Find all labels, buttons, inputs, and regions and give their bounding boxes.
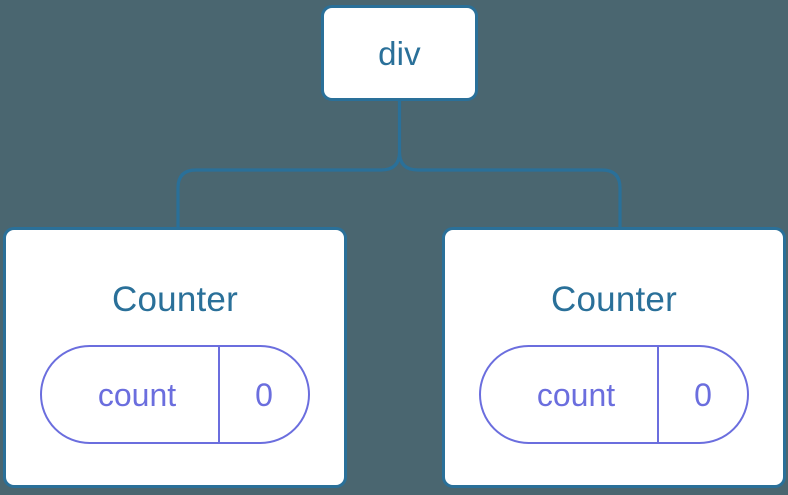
state-pill-right[interactable]: count 0 bbox=[479, 345, 749, 444]
state-key-left: count bbox=[97, 376, 177, 413]
node-div-label: div bbox=[378, 34, 421, 72]
connector-trunk-and-branches bbox=[176, 99, 622, 230]
node-counter-right[interactable]: Counter count 0 bbox=[442, 227, 786, 488]
state-pill-left[interactable]: count 0 bbox=[40, 345, 310, 444]
state-value-left: 0 bbox=[218, 347, 308, 442]
node-div[interactable]: div bbox=[321, 5, 478, 101]
state-value-right: 0 bbox=[657, 347, 747, 442]
node-counter-left-label: Counter bbox=[112, 280, 238, 319]
node-counter-left[interactable]: Counter count 0 bbox=[3, 227, 347, 488]
node-counter-right-label: Counter bbox=[551, 280, 677, 319]
state-key-right: count bbox=[536, 376, 616, 413]
